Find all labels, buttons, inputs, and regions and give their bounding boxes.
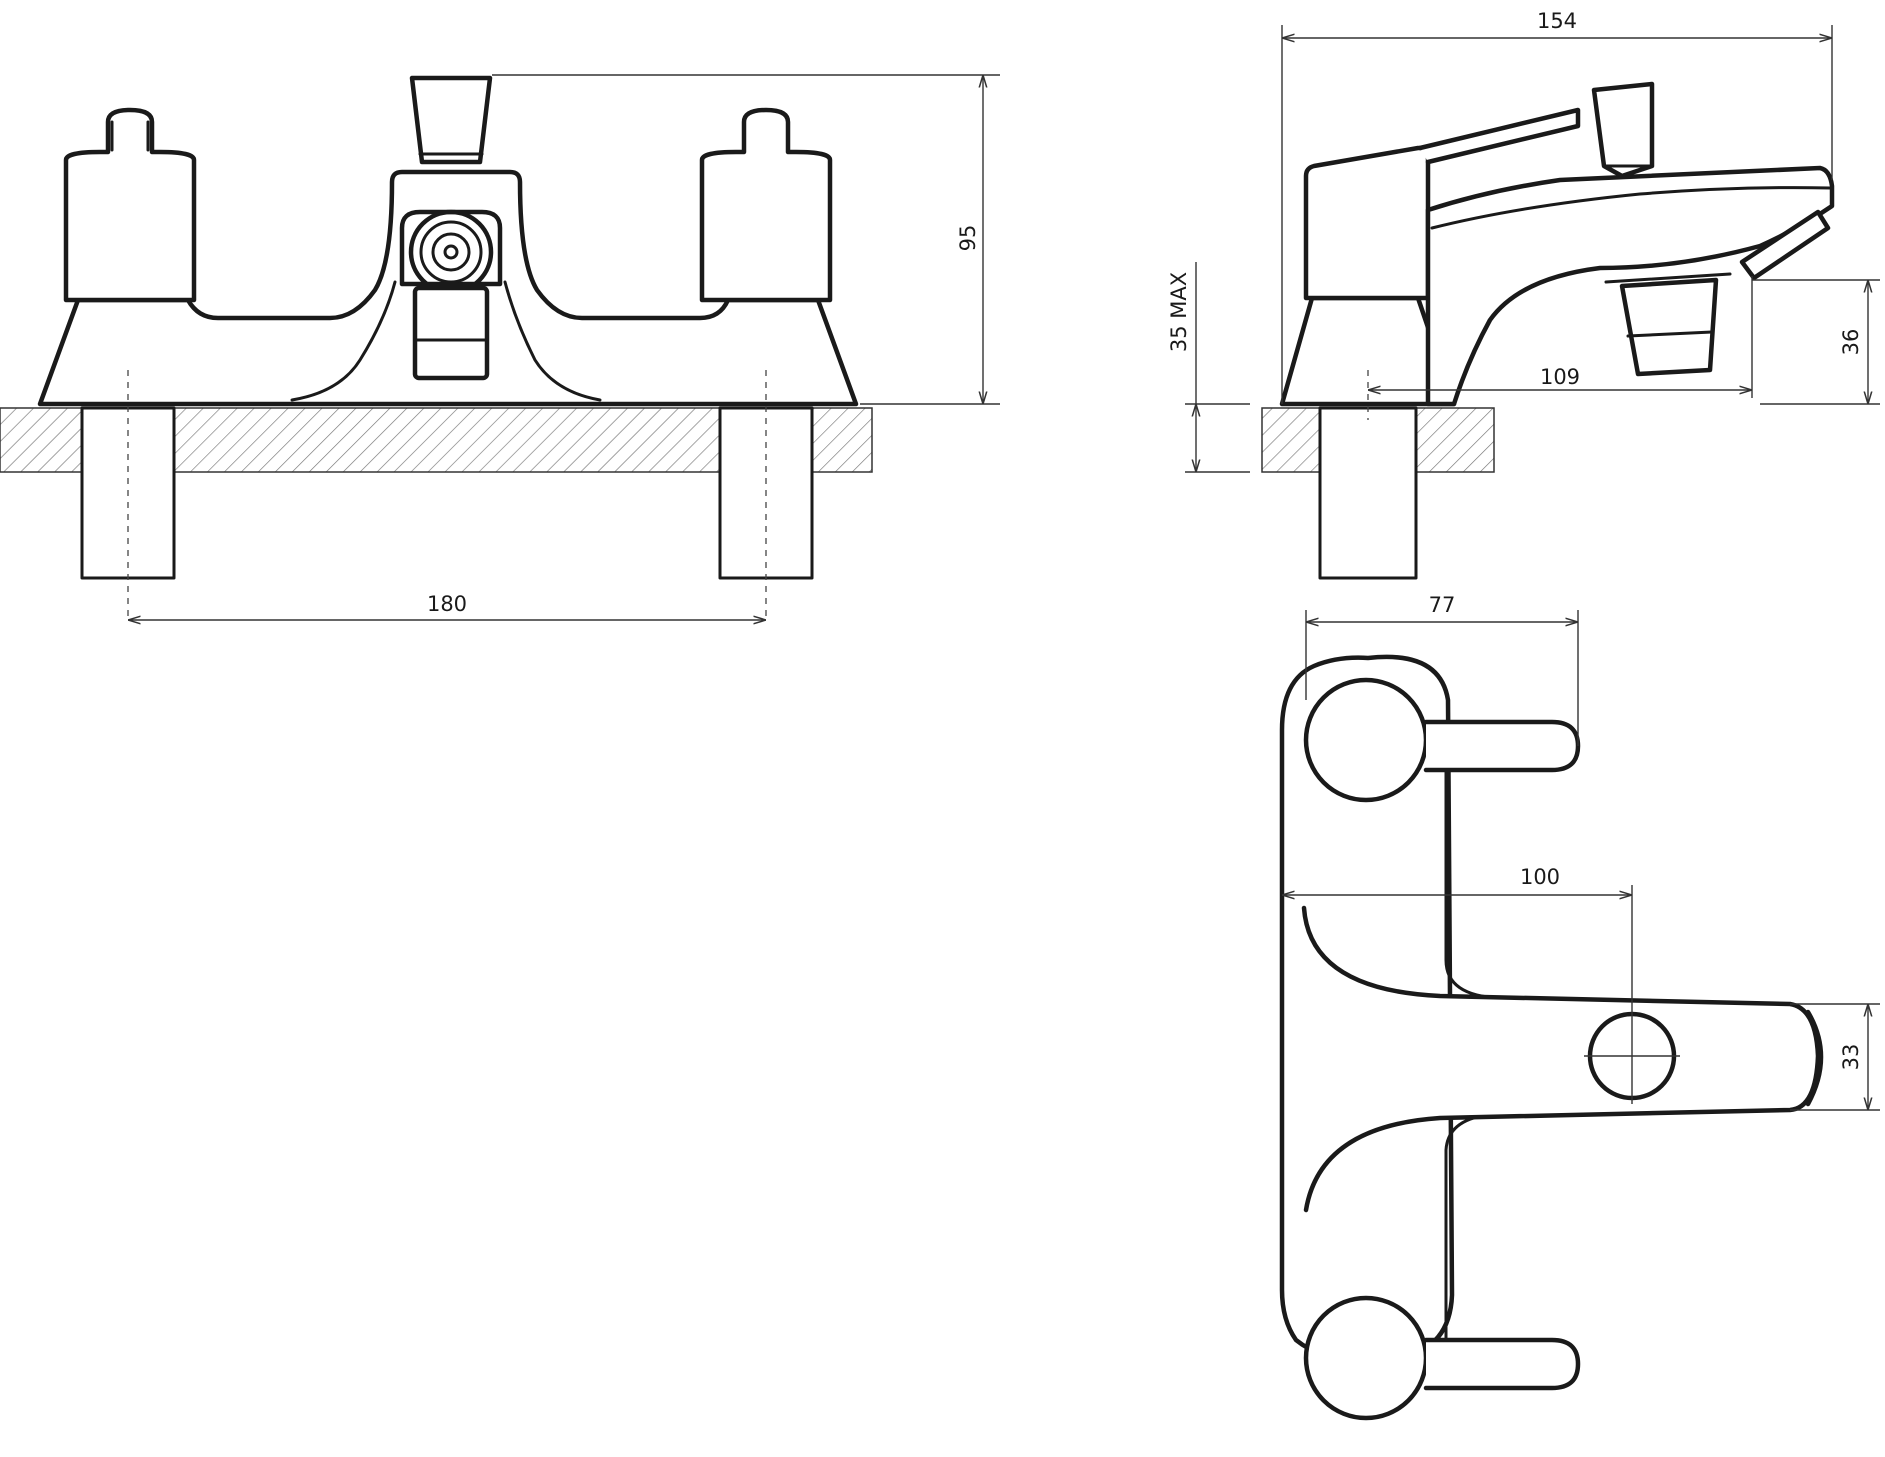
front-aerator-inner — [419, 220, 483, 284]
front-right-handle — [699, 107, 833, 303]
plan-upper-handle-circle — [1303, 677, 1429, 803]
side-reach-label: 109 — [1540, 365, 1580, 389]
side-tap-head — [1303, 145, 1431, 301]
front-view: 180 95 — [0, 74, 1000, 620]
front-body-sweep-right — [503, 280, 602, 402]
front-spout-face — [399, 209, 503, 287]
plan-lower-handle-circle — [1303, 1295, 1429, 1421]
plan-spout-tip — [1805, 1009, 1824, 1107]
front-left-handle-top — [110, 120, 150, 152]
side-spout-upper-line — [1430, 186, 1832, 230]
plan-spout — [1301, 905, 1821, 1213]
side-lever-handle — [1417, 107, 1581, 165]
side-outlet-collar — [1604, 272, 1732, 284]
side-view: 154 35 MAX 109 36 — [1167, 9, 1880, 580]
plan-depth-label: 77 — [1429, 593, 1456, 617]
plan-lower-lever — [1423, 1337, 1581, 1391]
side-outlet-band — [1626, 330, 1714, 338]
side-projection-label: 154 — [1537, 9, 1577, 33]
plan-spout-width-label: 33 — [1839, 1044, 1863, 1071]
side-tail-pipe — [1318, 406, 1418, 580]
front-width-label: 180 — [427, 592, 467, 616]
front-diverter-knob — [409, 75, 493, 165]
front-body-sweep-left — [290, 280, 397, 402]
side-spout-height-label: 36 — [1839, 329, 1863, 356]
plan-centre-label: 100 — [1520, 865, 1560, 889]
plan-inner-lower-edge — [1444, 1106, 1652, 1342]
front-shower-outlet — [412, 285, 490, 381]
front-aerator-mesh — [431, 232, 471, 272]
side-shower-nozzle — [1739, 209, 1831, 281]
front-aerator-centre — [443, 244, 459, 260]
side-outlet-body — [1619, 277, 1719, 377]
side-deck-label: 35 MAX — [1167, 272, 1191, 352]
plan-view: 77 100 33 — [1279, 593, 1880, 1421]
front-height-label: 95 — [956, 225, 980, 252]
plan-upper-lever — [1423, 719, 1581, 773]
side-spout — [1425, 165, 1835, 407]
side-diverter-knob — [1591, 81, 1655, 179]
front-left-handle — [63, 107, 197, 303]
